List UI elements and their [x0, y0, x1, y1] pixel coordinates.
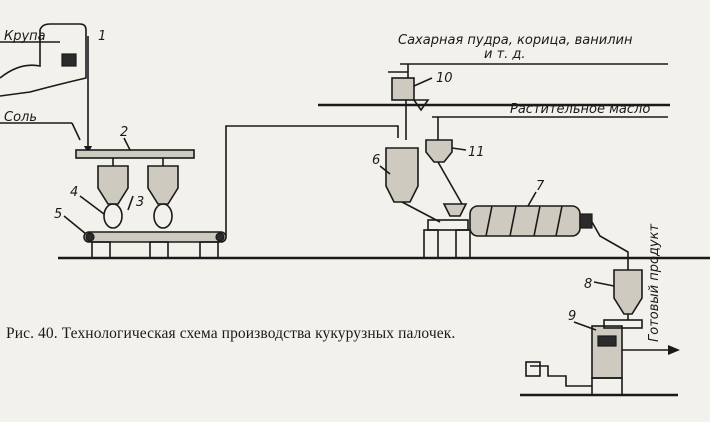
extruder-stand-2 — [455, 229, 471, 259]
conveyor-leg-2 — [149, 241, 169, 259]
packer-foot — [591, 377, 623, 396]
packer-body — [591, 325, 623, 379]
extruder-head — [579, 213, 593, 229]
hopper-8 — [613, 269, 643, 315]
conveyor-roller-left — [85, 232, 95, 242]
extruder-rib-4 — [555, 205, 563, 237]
grain-bin-window — [61, 53, 77, 67]
hopper-4-bulb — [103, 203, 123, 229]
mixer-table — [75, 149, 195, 159]
label-5-leader — [63, 215, 87, 235]
dispenser-11 — [425, 139, 453, 163]
packer-base — [525, 361, 541, 377]
grain-bin — [0, 23, 87, 97]
num-1: 1 — [98, 29, 106, 44]
packer-panel — [597, 335, 617, 347]
label-product: Готовый продукт — [647, 224, 662, 342]
dispenser-10-funnel — [412, 99, 430, 112]
extruder-stand-1 — [423, 229, 439, 259]
packer-top — [603, 319, 643, 329]
num-10: 10 — [436, 71, 453, 86]
figure-caption: Рис. 40. Технологическая схема производс… — [6, 325, 456, 342]
label-7-leader — [527, 191, 537, 207]
label-sol: Соль — [4, 110, 37, 125]
extruder-rib-3 — [533, 205, 541, 237]
label-2-leader — [123, 137, 131, 151]
transport-pipe — [225, 125, 399, 236]
num-7: 7 — [536, 179, 545, 194]
label-krupa: Крупа — [4, 29, 46, 44]
salt-feed-line — [71, 122, 81, 141]
extruder-rib-1 — [485, 205, 493, 237]
label-6-leader — [379, 165, 391, 175]
extruder-rib-2 — [509, 205, 517, 237]
label-sugar: Сахарная пудра, корица, ванилин — [398, 33, 633, 48]
hopper-3-bulb — [153, 203, 173, 229]
num-11: 11 — [468, 145, 485, 160]
conveyor-leg-1 — [91, 241, 111, 259]
num-4: 4 — [70, 185, 78, 200]
conveyor-5 — [83, 231, 227, 243]
oil-chute — [437, 161, 463, 205]
hopper-6 — [385, 147, 419, 203]
num-3: 3 — [136, 195, 144, 210]
num-9: 9 — [568, 309, 576, 324]
label-11-leader — [451, 147, 467, 151]
label-8-leader — [593, 281, 615, 287]
label-3-leader — [127, 195, 134, 211]
label-10-leader — [413, 77, 433, 87]
product-pipe — [591, 221, 629, 270]
num-8: 8 — [584, 277, 592, 292]
num-6: 6 — [372, 153, 380, 168]
product-out-arrow — [668, 345, 680, 355]
label-9-leader — [573, 321, 597, 331]
dispenser-10-top — [388, 71, 409, 78]
label-sugar-2: и т. д. — [484, 47, 526, 62]
extruder-feed-funnel — [442, 203, 468, 217]
packer-conveyor — [530, 365, 592, 387]
conveyor-leg-3 — [199, 241, 219, 259]
num-5: 5 — [54, 207, 62, 222]
num-2: 2 — [120, 125, 128, 140]
conveyor-roller-right — [215, 232, 225, 242]
label-oil: Растительное масло — [510, 102, 650, 117]
label-4-leader — [79, 195, 105, 215]
hopper-6-chute — [401, 201, 441, 223]
hopper-4 — [97, 165, 129, 205]
hopper-3 — [147, 165, 179, 205]
dispenser-10 — [391, 77, 415, 101]
extruder-drive — [427, 219, 469, 231]
